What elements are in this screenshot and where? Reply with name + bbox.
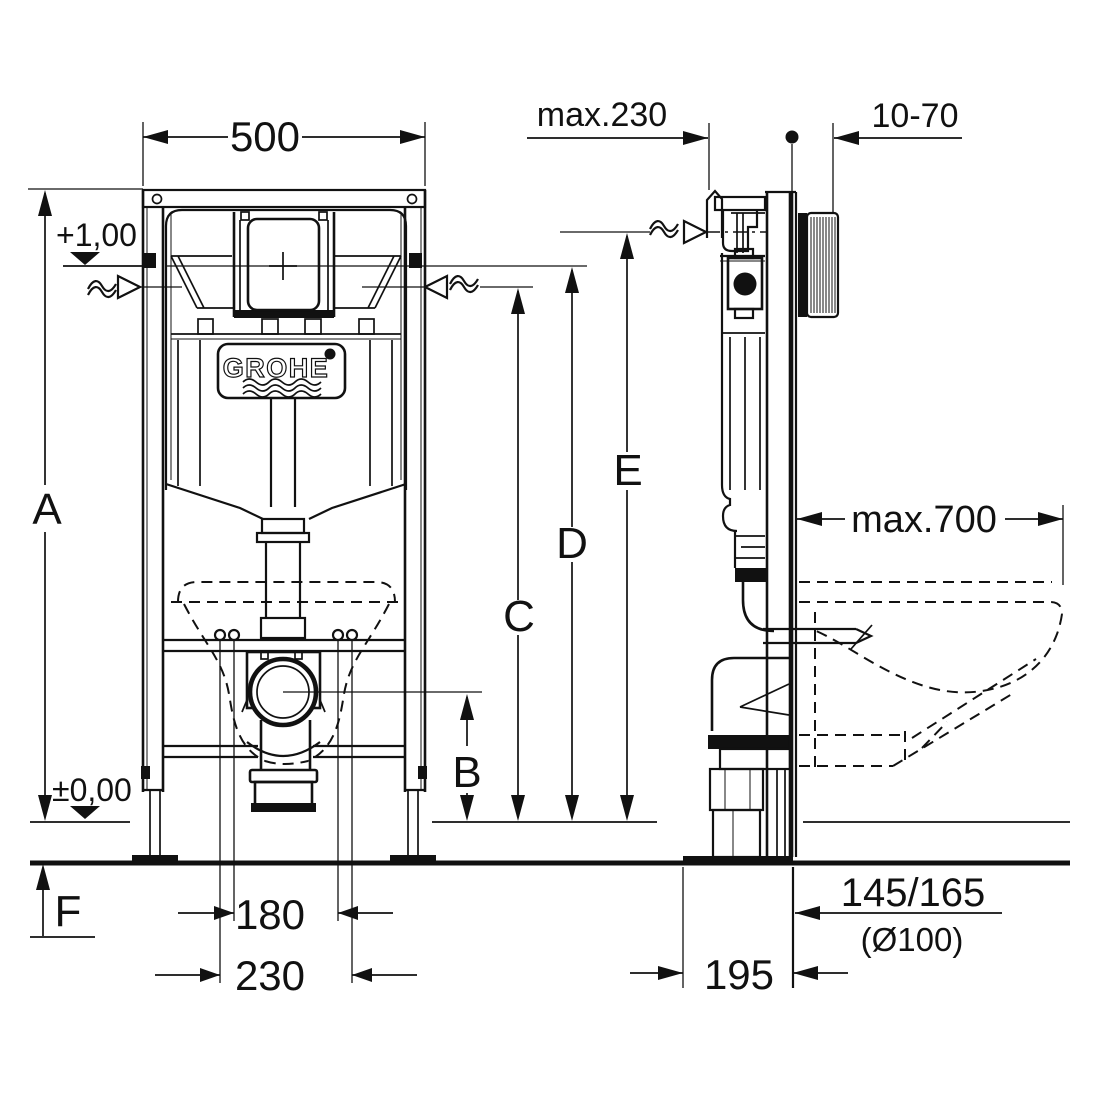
dim-finish-thickness-label: 10-70: [872, 97, 959, 135]
floor-lines: [30, 821, 1070, 866]
front-view: GROHE: [132, 188, 482, 983]
side-view: [683, 189, 1063, 865]
ref-c-label: C: [503, 592, 535, 641]
dim-wall-clearance-label: max.230: [537, 96, 667, 134]
wall-face-reference-dot: [785, 130, 799, 144]
dim-outlet-diameter-label: (Ø100): [861, 921, 964, 958]
level-zero-label: ±0,00: [52, 772, 132, 808]
bowl-outline-front-dashed: [171, 581, 402, 765]
water-inlet-icon: [733, 272, 757, 296]
wall-section-hatch: [798, 211, 840, 319]
ref-b-label: B: [452, 748, 481, 797]
dimensions: 500 A +1,00 D: [28, 96, 1064, 999]
ref-a-label: A: [32, 485, 62, 534]
dim-fixing-span-outer-label: 230: [235, 952, 305, 999]
level-marker-icon: [70, 252, 100, 265]
dim-bowl-projection-label: max.700: [851, 499, 997, 541]
bowl-outline-side-dashed: [799, 581, 1063, 772]
level-upper-label: +1,00: [56, 217, 137, 253]
level-zero-marker-icon: [70, 806, 100, 819]
dim-frame-width-label: 500: [230, 113, 300, 160]
grohe-wave-icon: [242, 378, 322, 386]
ref-d-label: D: [556, 519, 588, 568]
dim-outlet-height-label: 145/165: [841, 871, 986, 915]
registered-mark-dot: [324, 348, 336, 360]
ref-e-label: E: [613, 446, 642, 495]
wall-level-arrow-right-icon: [422, 274, 479, 300]
dim-outlet-offset-label: 195: [704, 951, 774, 998]
dim-fixing-span-inner-label: 180: [235, 891, 305, 938]
wall-level-arrow-left-icon: [87, 274, 143, 300]
ref-f-label: F: [55, 887, 82, 936]
wall-level-arrow-side-icon: [649, 219, 709, 245]
